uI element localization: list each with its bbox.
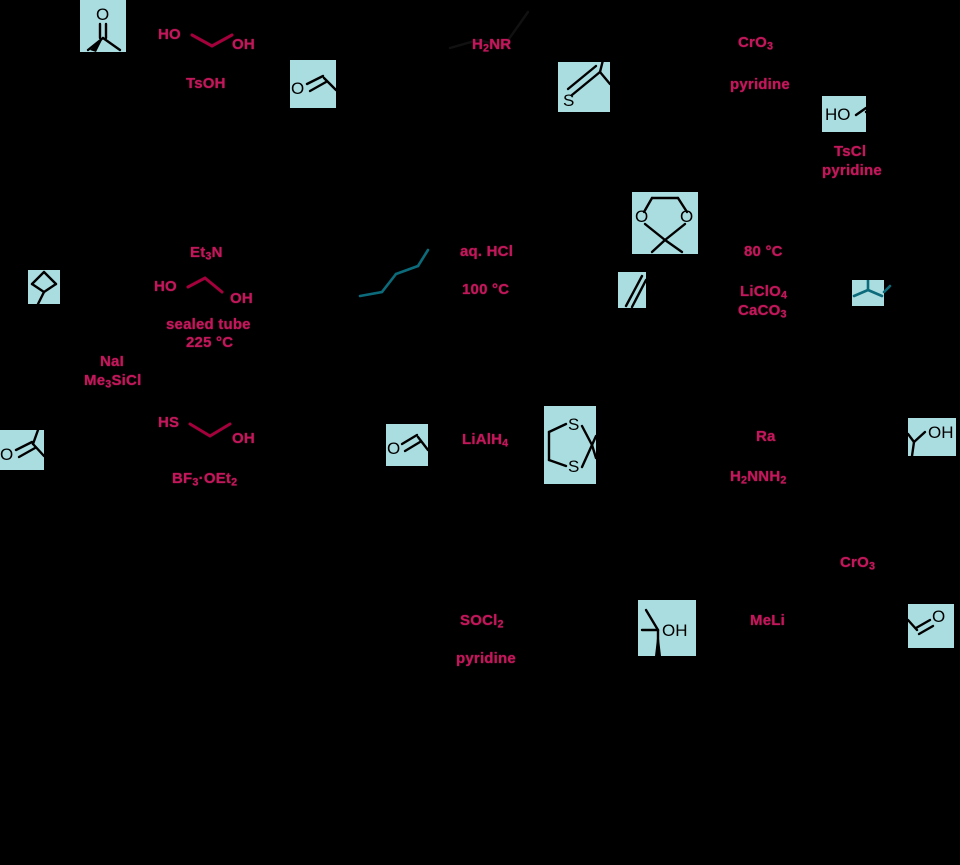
reagent-cro3-bottom: CrO3 — [840, 554, 876, 573]
reagent-h2nr: H2NR — [472, 36, 512, 55]
reagent-ho-top: HO — [158, 26, 181, 43]
reagent-hydrazine: H2NNH2 — [730, 468, 787, 487]
reagent-lialh4: LiAlH4 — [462, 431, 509, 450]
reagent-temp-225: 225 °C — [186, 334, 234, 351]
structure-ketone-left-bottom: O — [0, 430, 44, 470]
reagent-aq-hcl: aq. HCl — [460, 243, 514, 260]
structure-aldehyde-top: O — [290, 60, 336, 108]
reagent-ra: Ra — [756, 428, 776, 445]
structure-tertiary-alcohol-bottom: OH — [638, 600, 696, 656]
reagent-bf3-oet2: BF3·OEt2 — [172, 470, 238, 489]
structure-dithiolane: S S — [544, 406, 596, 484]
reagent-et3n: Et3N — [190, 244, 223, 263]
structure-alkene-center-right — [618, 272, 646, 308]
reagent-temp-100: 100 °C — [462, 281, 510, 298]
reagent-meli: MeLi — [750, 612, 785, 629]
reagent-liclo4: LiClO4 — [740, 283, 788, 302]
oxygen-atom-label: O — [291, 79, 304, 98]
hydroxyl-group-label: HO — [825, 105, 851, 124]
reagent-caco3: CaCO3 — [738, 302, 787, 321]
structure-hydroxymethyl-right: OH — [908, 418, 956, 456]
reagent-oh-top: OH — [232, 36, 255, 53]
hydroxyl-group-label: OH — [928, 423, 954, 442]
reagent-temp-80: 80 °C — [744, 243, 783, 260]
reagent-socl2: SOCl2 — [460, 612, 504, 631]
sulfur-atom-label: S — [563, 91, 574, 110]
reagent-hs: HS — [158, 414, 180, 431]
reagent-nai: NaI — [100, 353, 124, 370]
structure-aldehyde-center-bottom: O — [386, 424, 428, 466]
oxygen-atom-label: O — [96, 5, 109, 24]
reagent-me3sicl: Me3SiCl — [84, 372, 142, 391]
structure-methyl-fragment-right — [852, 280, 884, 306]
reagent-pyridine-2: pyridine — [822, 162, 882, 179]
fragment-teal-chain-center — [356, 248, 446, 304]
reagent-pyridine-top: pyridine — [730, 76, 790, 93]
reagent-cro3-top: CrO3 — [738, 34, 774, 53]
oxygen-atom-label: O — [932, 607, 945, 626]
structure-cyclic-ketone-top-left: O — [80, 0, 126, 52]
structure-aldehyde-bottom-right: O — [908, 604, 954, 648]
sulfur-atom-label-2: S — [568, 457, 579, 476]
reagent-tscl: TsCl — [834, 143, 867, 160]
oxygen-atom-label-2: O — [680, 207, 693, 226]
structure-bicyclic-left — [28, 270, 60, 304]
reagent-sealed-tube: sealed tube — [166, 316, 251, 333]
reagent-oh-mid: OH — [230, 290, 253, 307]
reagent-tsoh: TsOH — [186, 75, 226, 92]
reagent-ho-mid: HO — [154, 278, 177, 295]
fragment-skeleton-chain-top — [448, 10, 548, 52]
oxygen-atom-label: O — [387, 439, 400, 458]
sulfur-atom-label: S — [568, 415, 579, 434]
reagent-oh-low: OH — [232, 430, 255, 447]
structure-dioxolane-ketal: O O — [632, 192, 698, 254]
oxygen-atom-label: O — [0, 445, 13, 464]
hydroxyl-group-label: OH — [662, 621, 688, 640]
structure-thio-alkene-top: S — [558, 62, 610, 112]
structure-hydroxy-fragment-top-right: HO — [822, 96, 866, 132]
reagent-pyridine-3: pyridine — [456, 650, 516, 667]
